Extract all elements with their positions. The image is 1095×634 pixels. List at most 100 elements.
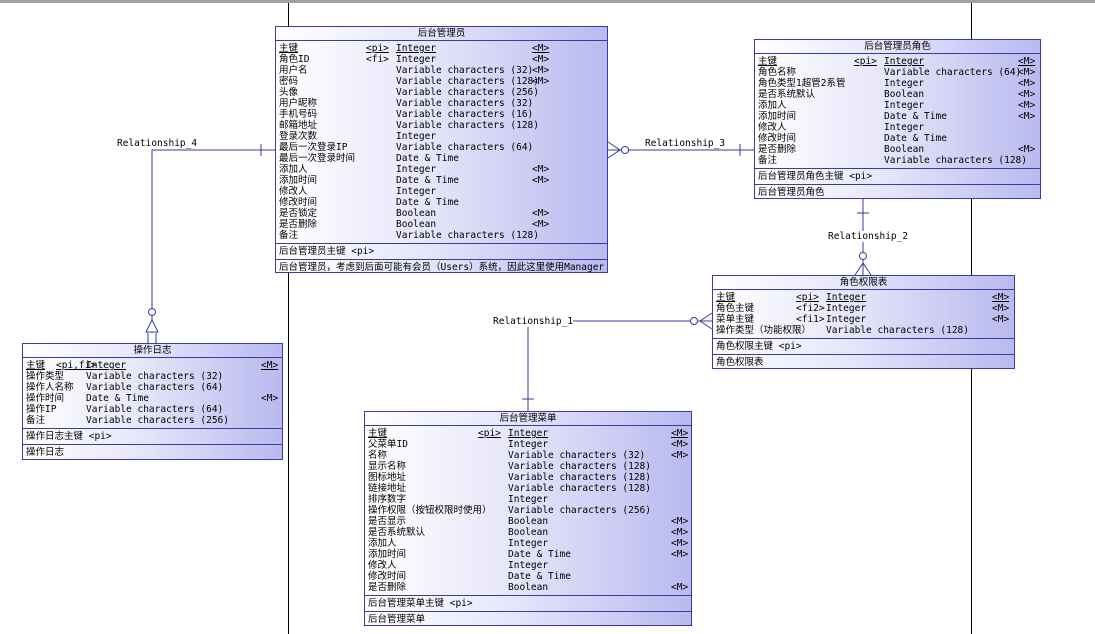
entity-role-permission[interactable]: 角色权限表 主键<pi>Integer<M>角色主键<fi2>Integer<M… xyxy=(712,275,1015,369)
entity-operation-log[interactable]: 操作日志 主键<pi,fi>Integer<M>操作类型 Variable cha… xyxy=(22,343,283,460)
attribute-name: 修改时间 xyxy=(279,197,318,208)
attribute-mandatory: <M> xyxy=(671,582,689,593)
attribute-name: 备注 xyxy=(26,415,46,426)
attribute-mandatory: <M> xyxy=(992,314,1010,325)
attribute-name: 修改人 xyxy=(279,186,308,197)
attribute-type: Integer xyxy=(884,78,925,89)
attribute-type: Boolean xyxy=(508,582,549,593)
attribute-name: 角色类型1超管2系管 xyxy=(758,78,846,89)
attribute-type: Date & Time xyxy=(396,197,459,208)
attribute-type: Integer xyxy=(396,164,437,175)
attribute-name: 图标地址 xyxy=(368,472,407,483)
attribute-type: Integer xyxy=(826,303,867,314)
attribute-row: 修改时间 Date & Time xyxy=(279,197,604,208)
attribute-name: 最后一次登录时间 xyxy=(279,153,356,164)
attribute-name: 添加人 xyxy=(279,164,308,175)
attribute-type: Variable characters (256) xyxy=(396,87,539,98)
entity-comment: 后台管理员角色 xyxy=(758,187,825,198)
entity-title: 操作日志 xyxy=(23,344,282,358)
attribute-row: 角色主键<fi2>Integer<M> xyxy=(716,303,1011,314)
attribute-type: Integer xyxy=(826,314,867,325)
attribute-name: 用户名 xyxy=(279,65,308,76)
attribute-mandatory: <M> xyxy=(1018,144,1036,155)
attribute-type: Integer xyxy=(86,360,127,371)
primary-key-identifier: 操作日志主键 <pi> xyxy=(23,429,282,445)
attribute-row: 修改人 Integer xyxy=(279,186,604,197)
attribute-type: Integer xyxy=(508,439,549,450)
attribute-type: Variable characters (256) xyxy=(86,415,229,426)
attribute-mandatory: <M> xyxy=(1018,67,1036,78)
attribute-name: 添加时间 xyxy=(368,549,407,560)
relationship-1-label[interactable]: Relationship_1 xyxy=(493,316,574,327)
attribute-mandatory: <M> xyxy=(671,439,689,450)
attribute-name: 添加人 xyxy=(758,100,787,111)
attribute-name: 操作类型 xyxy=(26,371,65,382)
attribute-type: Integer xyxy=(396,186,437,197)
relationship-1-crowsfoot xyxy=(699,312,713,330)
attribute-type: Variable characters (128) xyxy=(508,461,651,472)
attribute-type: Variable characters (32) xyxy=(396,65,534,76)
attribute-type: Boolean xyxy=(884,89,925,100)
attribute-name: 角色ID xyxy=(279,54,310,65)
entity-comment: 角色权限表 xyxy=(716,357,764,368)
attribute-mandatory: <M> xyxy=(532,208,550,219)
primary-key-identifier: 后台管理员主键 <pi> xyxy=(276,244,607,260)
attribute-type: Integer xyxy=(884,100,925,111)
attribute-mandatory: <M> xyxy=(532,76,550,87)
attribute-type: Integer xyxy=(508,560,549,571)
attribute-key: <pi> xyxy=(366,43,389,54)
attribute-mandatory: <M> xyxy=(1018,111,1036,122)
attribute-type: Variable characters (128) xyxy=(508,483,651,494)
relationship-2-label[interactable]: Relationship_2 xyxy=(828,231,909,242)
attribute-row: 主键<pi,fi>Integer<M> xyxy=(26,360,279,371)
attribute-name: 主键 xyxy=(26,360,46,371)
relationship-4-optional-mark xyxy=(148,308,156,316)
attribute-type: Integer xyxy=(396,54,437,65)
relationship-3-label[interactable]: Relationship_3 xyxy=(645,138,726,149)
entity-title: 后台管理员角色 xyxy=(755,40,1040,54)
entity-admin[interactable]: 后台管理员 主键<pi>Integer<M>角色ID<fi>Integer<M>… xyxy=(275,26,608,273)
attribute-list: 主键<pi,fi>Integer<M>操作类型 Variable characte… xyxy=(23,358,282,429)
relationship-4-label[interactable]: Relationship_4 xyxy=(117,138,198,149)
attribute-row: 主键<pi>Integer<M> xyxy=(716,292,1011,303)
attribute-type: Integer xyxy=(884,122,925,133)
attribute-name: 是否显示 xyxy=(368,516,407,527)
attribute-name: 是否删除 xyxy=(279,219,318,230)
relationship-1-line xyxy=(527,320,712,411)
attribute-mandatory: <M> xyxy=(1018,100,1036,111)
page-break-line-left xyxy=(288,3,289,634)
attribute-type: Boolean xyxy=(508,516,549,527)
attribute-mandatory: <M> xyxy=(992,303,1010,314)
entity-title: 后台管理菜单 xyxy=(365,412,691,426)
attribute-row: 主键<pi>Integer<M> xyxy=(758,56,1037,67)
attribute-mandatory: <M> xyxy=(671,549,689,560)
attribute-name: 头像 xyxy=(279,87,299,98)
attribute-name: 主键 xyxy=(716,292,736,303)
attribute-type: Integer xyxy=(826,292,867,303)
attribute-type: Variable characters (128) xyxy=(396,76,539,87)
attribute-key: <pi> xyxy=(478,428,501,439)
attribute-mandatory: <M> xyxy=(1018,78,1036,89)
attribute-name: 手机号码 xyxy=(279,109,318,120)
attribute-name: 显示名称 xyxy=(368,461,407,472)
attribute-name: 父菜单ID xyxy=(368,439,408,450)
